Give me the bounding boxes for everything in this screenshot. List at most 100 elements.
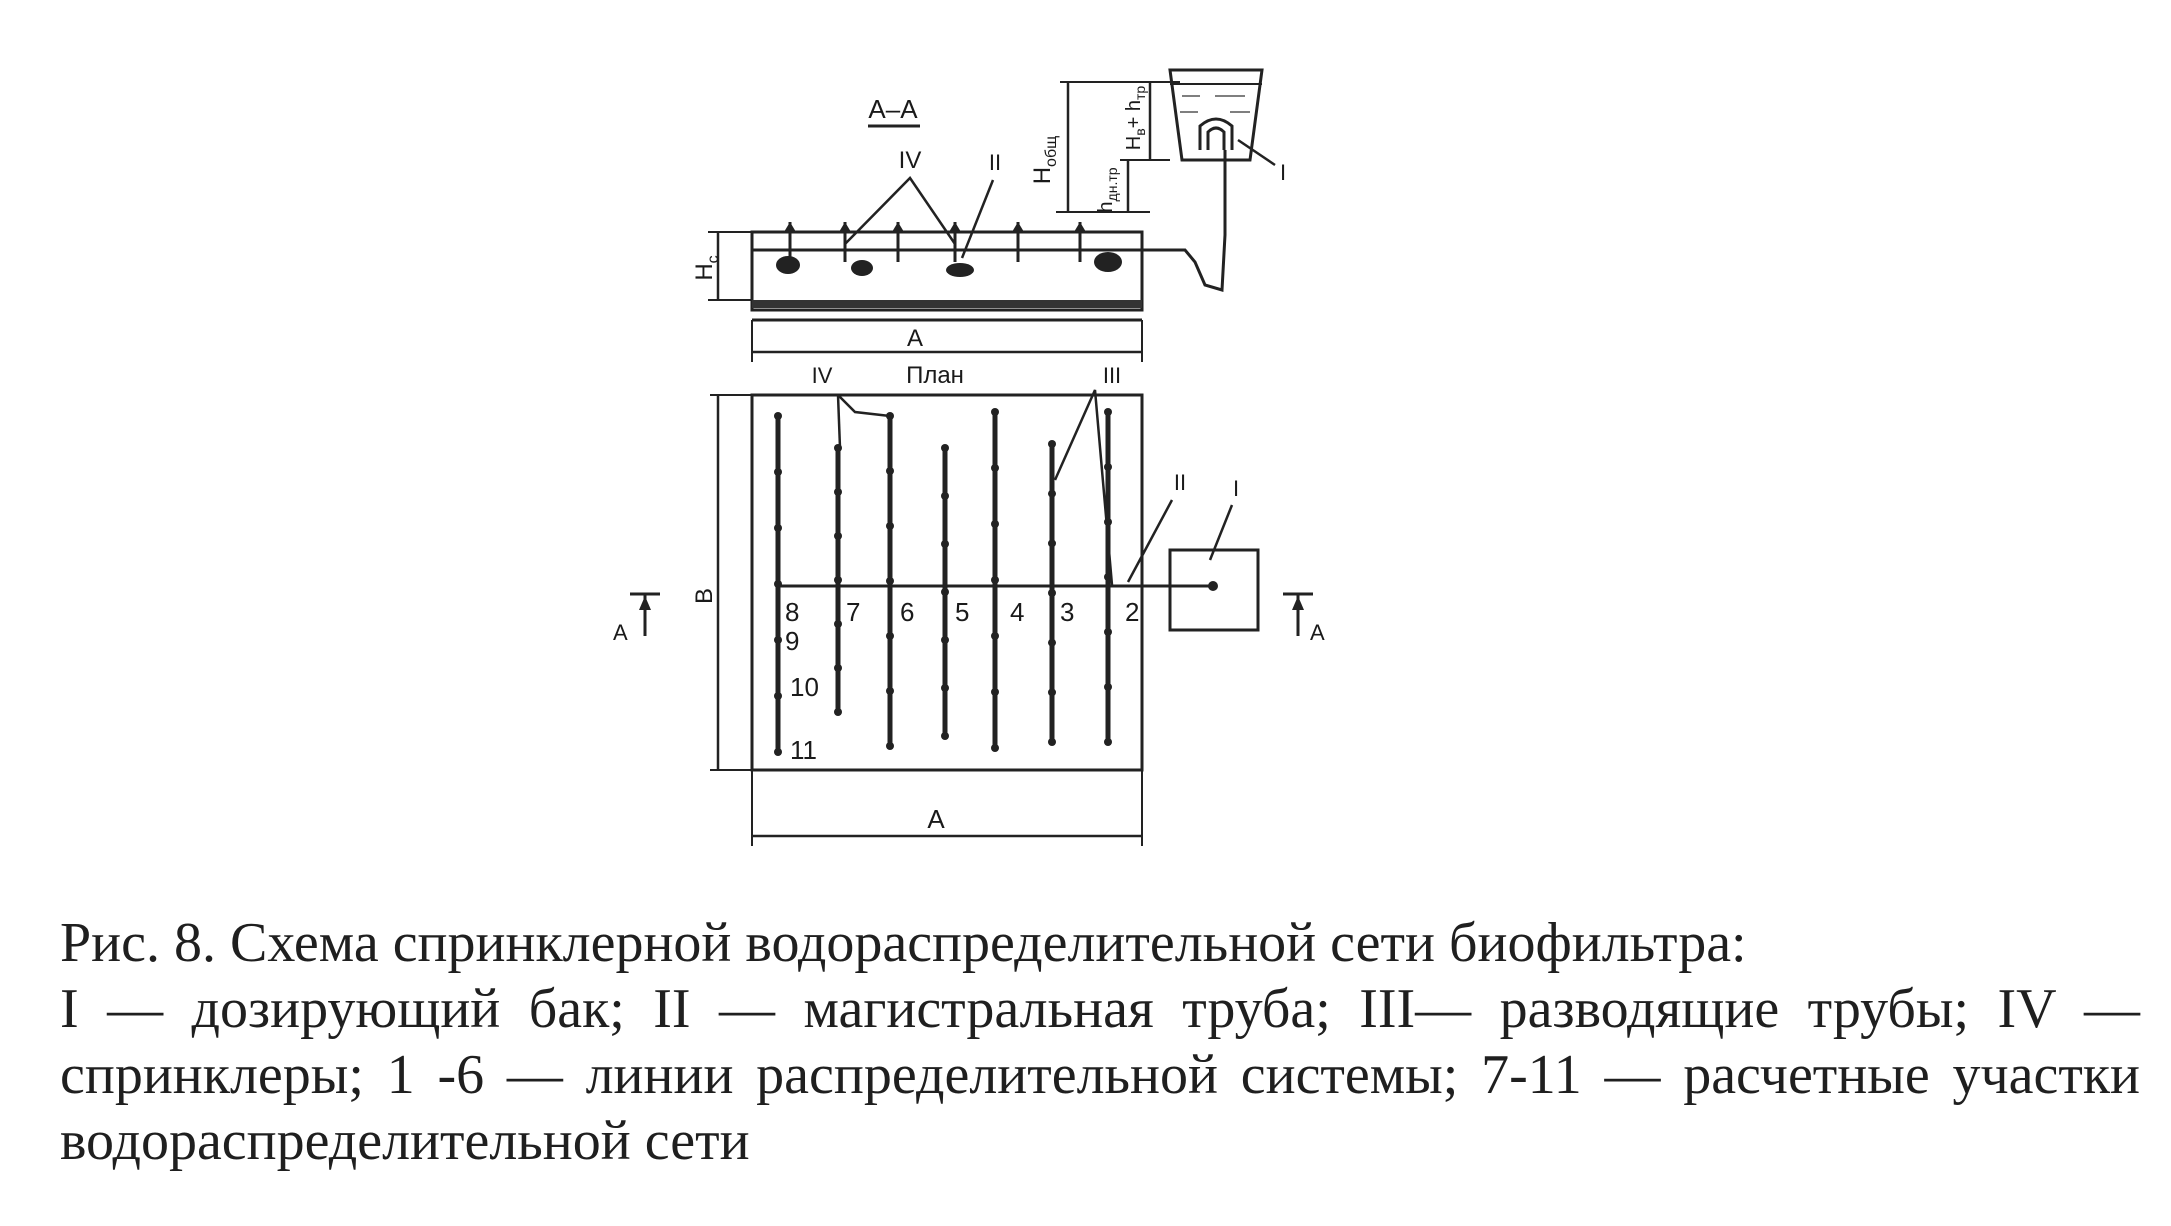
sprinkler-dot — [774, 580, 782, 588]
sprinkler-dot — [1104, 628, 1112, 636]
tank-water-hatch — [1180, 95, 1250, 113]
sprinkler-dot — [1104, 738, 1112, 746]
caption-body: I — дозирующий бак; II — магистральная т… — [60, 978, 2140, 1172]
leader-iii-plan — [1053, 389, 1114, 586]
svg-text:А: А — [613, 620, 628, 645]
sprinkler-dot — [774, 524, 782, 532]
line-number-labels: 2 3 4 5 6 7 8 — [785, 597, 1139, 627]
sprinkler-dot — [774, 692, 782, 700]
distribution-lines — [774, 408, 1112, 756]
sprinkler-dot — [834, 488, 842, 496]
label-ii-section: II — [989, 150, 1001, 175]
line-number: 4 — [1010, 597, 1024, 627]
leader-i-section — [1237, 138, 1276, 167]
label-ii-plan: II — [1174, 470, 1186, 495]
line-number: 5 — [955, 597, 969, 627]
line-number: 6 — [900, 597, 914, 627]
label-iii-plan: III — [1103, 363, 1121, 388]
sprinkler-dot — [941, 588, 949, 596]
sprinkler-dot — [1104, 408, 1112, 416]
siphon — [1198, 117, 1234, 150]
dim-a-section-label: А — [907, 325, 923, 352]
sprinkler-dot — [1104, 683, 1112, 691]
sprinkler-dot — [1048, 738, 1056, 746]
sprinkler-dot — [991, 576, 999, 584]
sprinkler-dot — [991, 744, 999, 752]
sprinkler-dot — [941, 636, 949, 644]
sprinkler-nozzles — [788, 222, 1082, 262]
sprinkler-dot — [1048, 489, 1056, 498]
plan-view: План IV III В А II I — [613, 362, 1325, 846]
spray-blob — [776, 256, 800, 274]
leader-iv-section — [844, 176, 957, 245]
siphon-plan — [1208, 581, 1218, 591]
caption-title: Рис. 8. Схема спринклерной водораспредел… — [60, 912, 1747, 974]
line-number: 8 — [785, 597, 799, 627]
sprinkler-dot — [774, 748, 782, 756]
section-mark-left: А — [613, 592, 660, 645]
sprinkler-dot — [1048, 440, 1056, 448]
sprinkler-dot — [941, 444, 949, 452]
sprinkler-dot — [991, 632, 999, 640]
sprinkler-dot — [886, 632, 894, 640]
leader-i-plan — [1208, 504, 1234, 561]
sprinkler-dot — [941, 540, 949, 548]
dim-b-label: В — [691, 588, 718, 604]
dim-hright-label: hдн.тр — [1095, 167, 1120, 212]
dim-hc-label: Hc — [691, 255, 722, 280]
sprinkler-dot — [886, 687, 894, 695]
figure-caption: Рис. 8. Схема спринклерной водораспредел… — [60, 910, 2140, 1174]
sprinkler-dot — [774, 636, 782, 644]
main-pipe-section — [1142, 158, 1232, 292]
sprinkler-dot — [886, 522, 894, 530]
sprinkler-dot — [991, 688, 999, 696]
spray-blob — [946, 263, 974, 277]
section-view: А–А IV — [691, 68, 1286, 362]
sprinkler-dot — [886, 467, 894, 475]
sprinkler-dot — [834, 620, 842, 628]
line-number: 2 — [1125, 597, 1139, 627]
sprinkler-dot — [886, 577, 894, 585]
sprinkler-dot — [1048, 638, 1056, 647]
filter-body-plan — [750, 393, 1144, 772]
svg-text:А: А — [1310, 620, 1325, 645]
sprinkler-dot — [834, 664, 842, 672]
leader-ii-plan — [1126, 499, 1174, 583]
sprinkler-dot — [941, 732, 949, 740]
section-mark-right: А — [1283, 592, 1325, 645]
sprinkler-dot — [991, 464, 999, 472]
segment-number-labels: 9 10 11 — [785, 626, 819, 765]
dosing-tank — [1168, 68, 1264, 162]
leader-iv-plan — [837, 394, 891, 418]
line-number: 3 — [1060, 597, 1074, 627]
sprinkler-dot — [774, 412, 782, 420]
sprinkler-dot — [1048, 688, 1056, 697]
leader-ii-section — [960, 179, 995, 259]
section-label: А–А — [868, 94, 918, 124]
line-number: 7 — [846, 597, 860, 627]
segment-number: 9 — [785, 626, 799, 656]
segment-number: 11 — [790, 735, 817, 765]
label-i-plan: I — [1233, 476, 1239, 501]
sprinkler-dot — [774, 468, 782, 476]
sprinkler-dot — [1048, 589, 1056, 597]
spray-blob — [1094, 252, 1122, 272]
label-i-section: I — [1280, 160, 1286, 185]
spray-blob — [851, 260, 873, 276]
label-iv-section: IV — [899, 147, 922, 174]
sprinkler-dot — [1048, 539, 1056, 548]
sprinkler-arrows — [784, 222, 1086, 232]
sprinkler-dot — [941, 492, 949, 500]
sprinkler-dot — [1104, 463, 1112, 471]
sprinkler-dot — [941, 684, 949, 692]
dim-htop-label: Hв+ hтр — [1123, 86, 1148, 151]
sprinkler-dot — [834, 576, 842, 584]
segment-number: 10 — [790, 672, 819, 702]
sprinkler-dot — [886, 742, 894, 750]
label-iv-plan: IV — [812, 363, 833, 388]
sprinkler-dot — [834, 532, 842, 540]
sprinkler-dot — [991, 520, 999, 528]
dim-hobsh-label: Hобщ — [1029, 136, 1060, 185]
filter-media-layer — [752, 300, 1142, 308]
sprinkler-dot — [834, 708, 842, 716]
